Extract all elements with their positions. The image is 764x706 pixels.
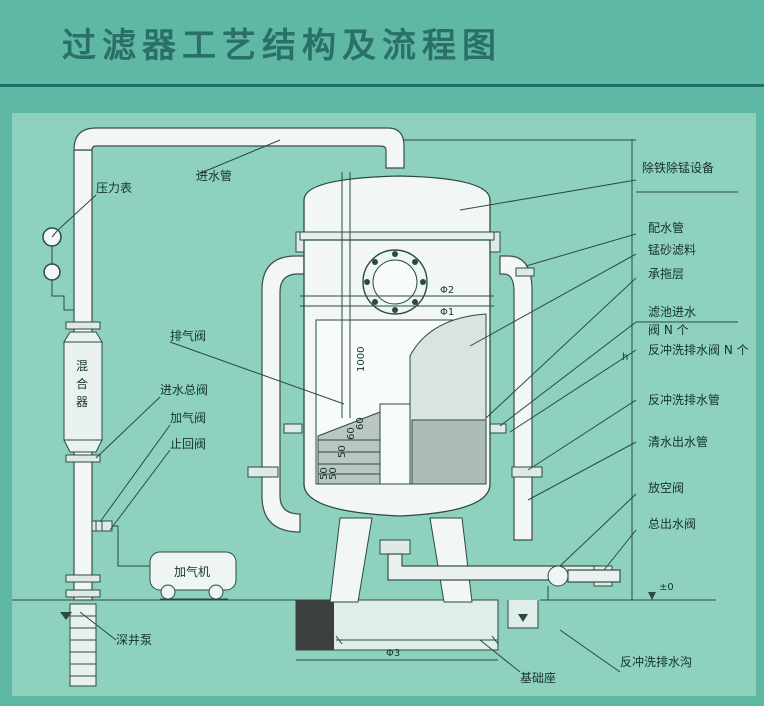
svg-text:50: 50 [337,445,348,458]
mixer-vessel [63,331,103,453]
manganese-sand-label: 锰砂滤料 [648,242,696,257]
deep-well-pump-label: 深井泵 [116,633,152,647]
height-dimension [404,139,636,600]
foundation-label: 基础座 [520,670,556,685]
svg-text:60: 60 [346,427,357,440]
check-valve-label: 止回阀 [170,437,206,451]
main-inlet-valve-label: 进水总阀 [160,383,208,397]
page-title: 过滤器工艺结构及流程图 [62,26,502,66]
mixer-label-3: 器 [76,395,88,409]
zero-level-label: ±0 [659,582,674,593]
phi2-label: Φ2 [440,285,454,296]
phi3-label: Φ3 [386,648,400,659]
inlet-pipe-label: 进水管 [196,168,232,183]
pressure-gauge-label: 压力表 [96,181,132,195]
layer-dimension-labels: 50 50 50 60 60 [319,417,366,480]
svg-text:60: 60 [355,417,366,430]
left-leader-lines [57,139,621,673]
svg-text:50: 50 [319,467,330,480]
zero-level-marker [648,592,656,600]
air-valve-icon [91,520,150,567]
outlet-valve-icon [547,565,621,600]
mixer-label-2: 合 [76,376,88,391]
backwash-valve-label: 反冲洗排水阀 N 个 [648,342,749,357]
equipment-label: 除铁除锰设备 [642,160,714,175]
process-diagram: 混 合 器 加气机 [12,127,749,687]
clear-water-pipe-label: 清水出水管 [648,434,708,449]
right-leader-lines [459,179,738,571]
pressure-gauge-icon [42,227,74,311]
mixer-label-1: 混 [76,359,88,373]
support-layer-label: 承拖层 [648,267,684,281]
deep-well-pump [60,603,97,687]
svg-text:50: 50 [328,467,339,480]
foundation-block [295,599,499,651]
vent-valve-label: 排气阀 [170,328,206,343]
diagram-panel: 混 合 器 加气机 [12,113,756,696]
title-divider [0,84,764,87]
drain-valve-label: 放空阀 [648,480,684,495]
dim-1000-label: 1000 [356,347,367,372]
phi1-label: Φ1 [440,307,454,318]
outlet-valve-label: 总出水阀 [648,517,696,531]
backwash-trench-label: 反冲洗排水沟 [620,654,692,669]
distribution-pipe-label: 配水管 [648,220,684,235]
filter-inlet-valve-label-2: 阀 N 个 [648,323,689,337]
air-compressor-label: 加气机 [174,564,210,579]
right-distribution-loop [485,231,543,541]
air-compressor [149,551,237,600]
trench-arrow [518,614,528,622]
backwash-pipe-label: 反冲洗排水管 [648,392,720,407]
riser-flanges [65,321,101,598]
filter-tank [299,172,601,603]
manhole-flange [362,249,428,315]
left-distribution-loop [247,231,311,533]
filter-inlet-valve-label-1: 滤池进水 [648,305,696,319]
air-valve-label: 加气阀 [170,410,206,425]
